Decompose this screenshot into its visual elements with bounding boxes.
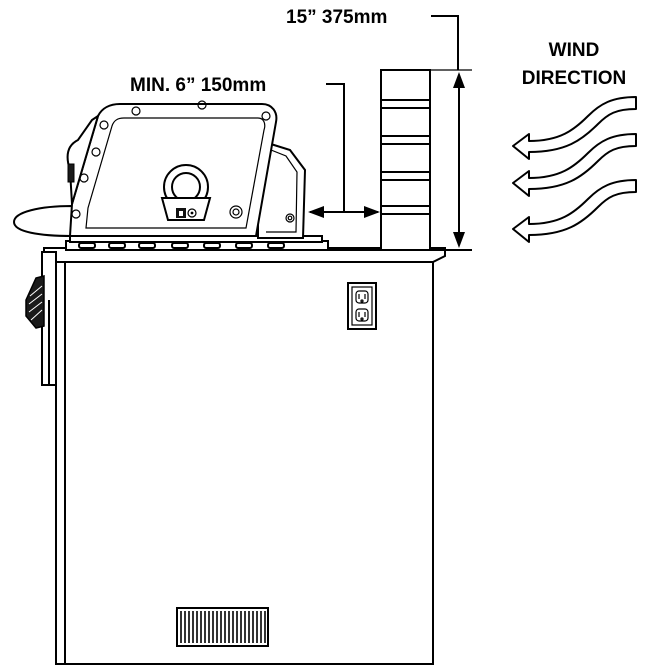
wind-label-line1: WIND [549, 40, 600, 61]
side-handle-icon [25, 275, 45, 329]
height-dimension [430, 15, 472, 251]
wind-arrow-2 [512, 133, 637, 197]
duplex-outlet-icon [347, 282, 377, 330]
grill-head [12, 100, 329, 251]
wind-label-line2: DIRECTION [522, 68, 627, 89]
windscreen-height-label: 15” 375mm [286, 7, 387, 28]
wind-arrow-3 [512, 179, 637, 243]
windscreen-barrier [328, 69, 472, 251]
min-clearance-label: MIN. 6” 150mm [130, 75, 266, 96]
wind-arrows-icon [512, 96, 637, 243]
clearance-dimension [308, 83, 380, 218]
wind-arrow-1 [512, 96, 637, 160]
control-knobs [78, 242, 285, 249]
vent-grille [176, 607, 269, 647]
grill-cabinet [41, 247, 446, 665]
